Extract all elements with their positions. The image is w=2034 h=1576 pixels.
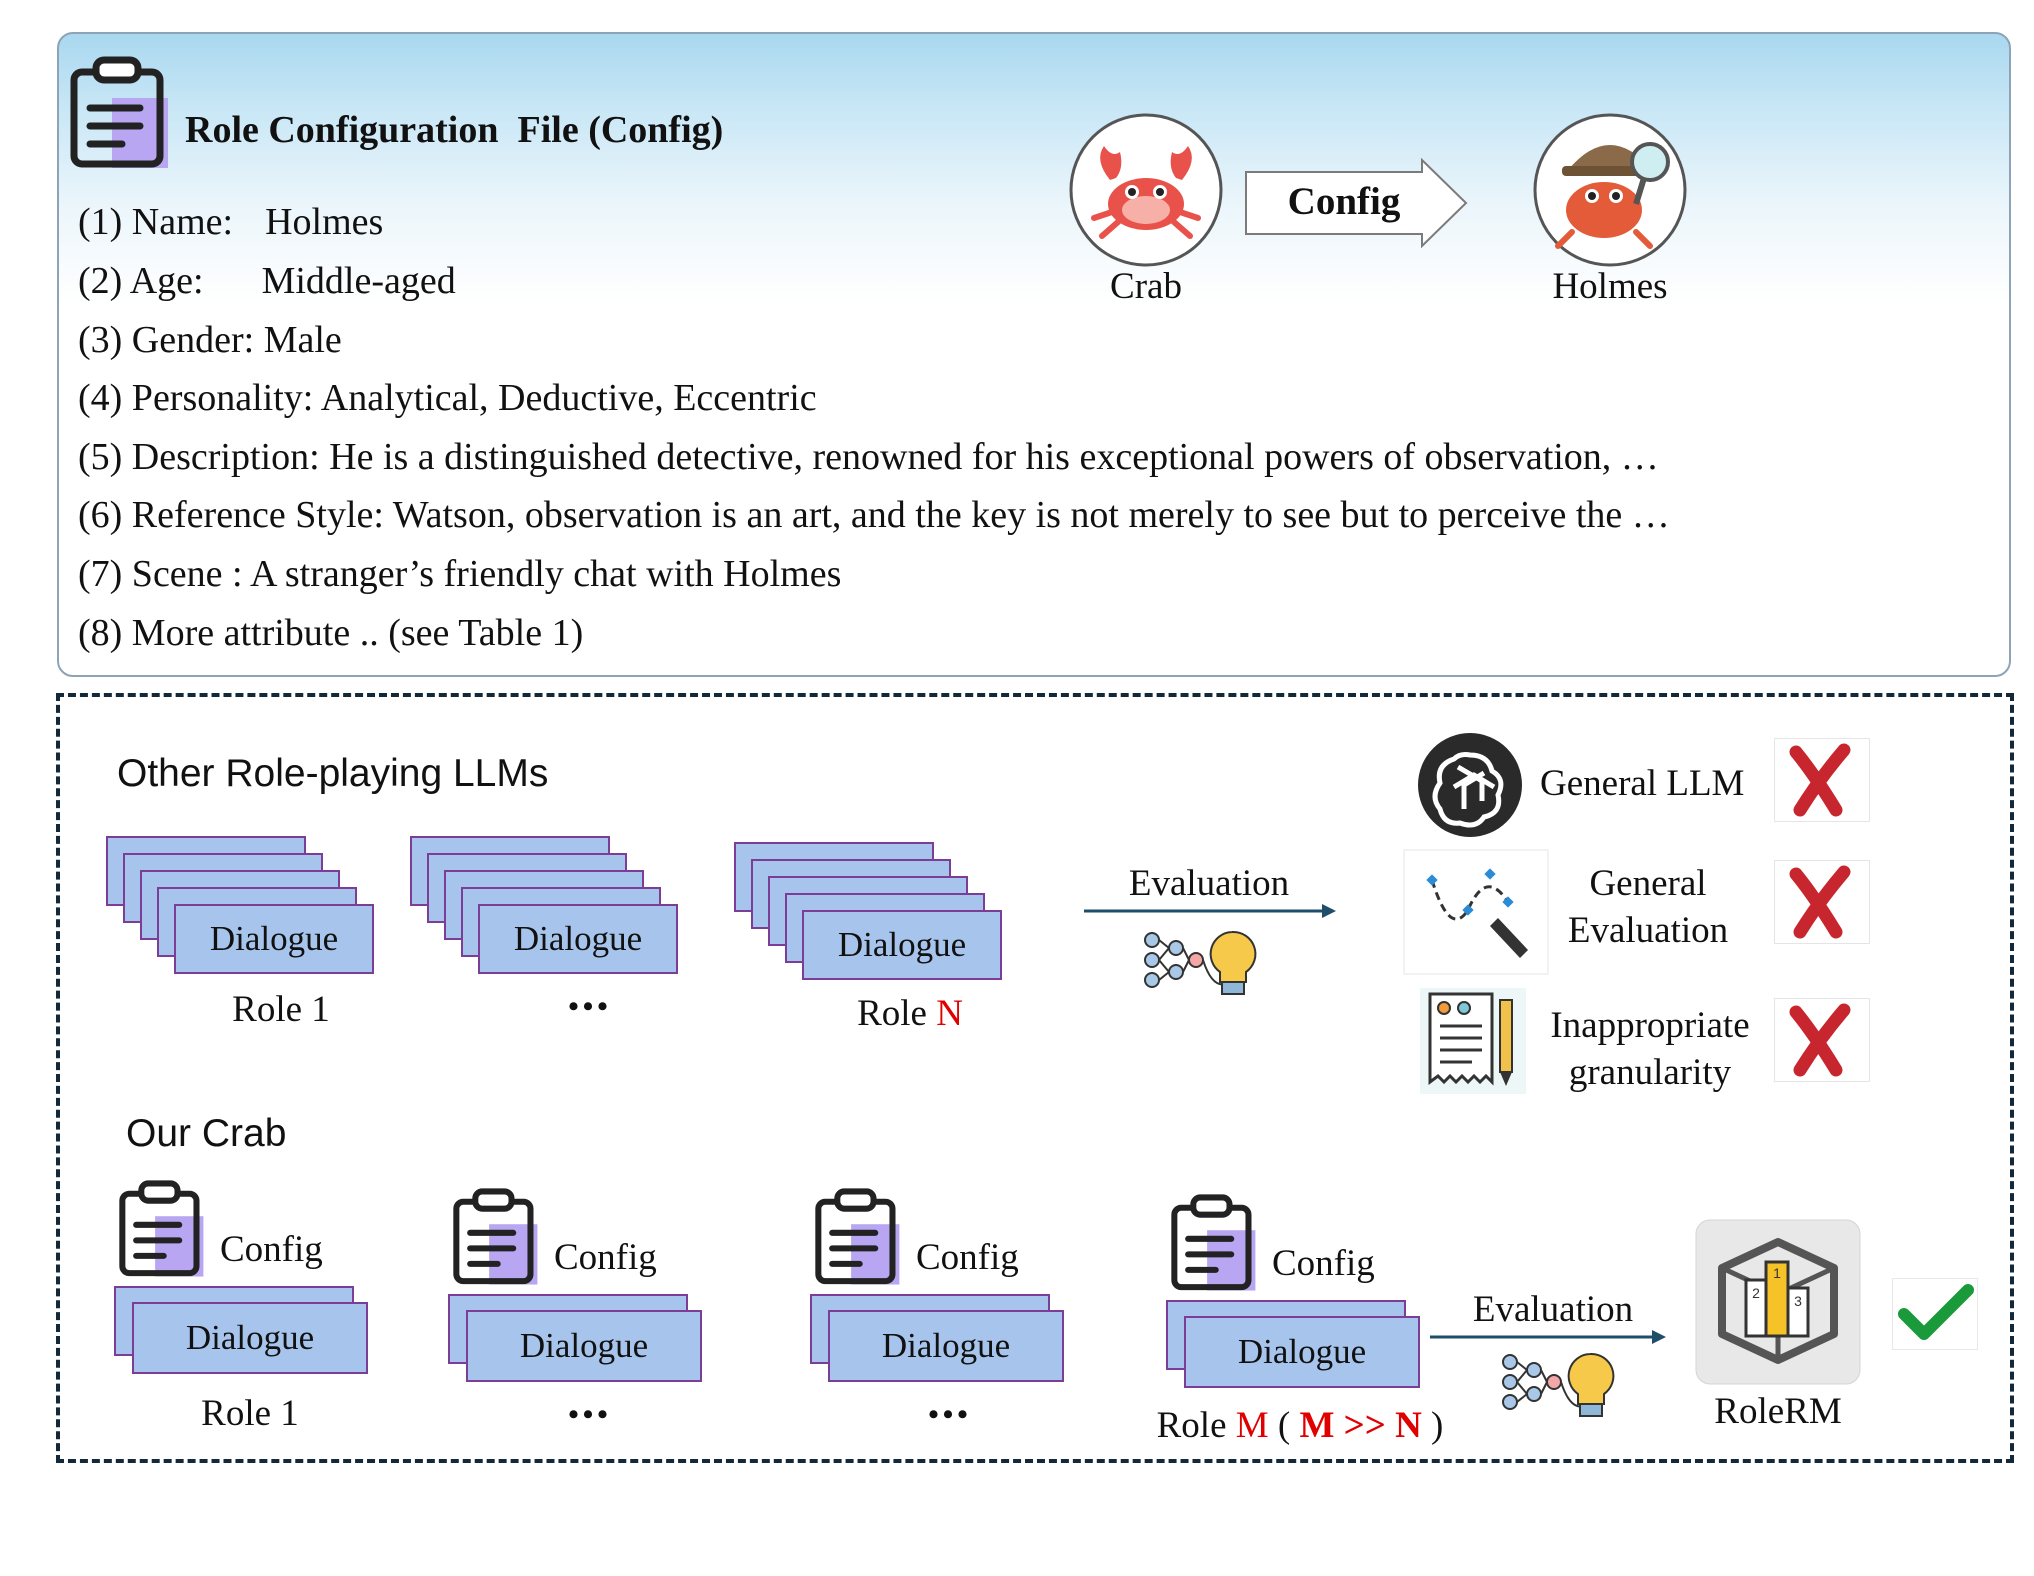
role-1-caption: Role 1 [201, 1393, 299, 1434]
svg-text:1: 1 [1773, 1265, 1781, 1281]
ellipsis-label: ••• [568, 990, 612, 1023]
attr-reference-style: (6) Reference Style: Watson, observation… [78, 494, 1670, 536]
clipboard-icon [70, 56, 168, 168]
clipboard-icon [815, 1188, 900, 1285]
attr-age: (2) Age:Middle-aged [78, 260, 456, 302]
clipboard-icon [1171, 1194, 1256, 1291]
config-label: Config [554, 1237, 657, 1278]
config-label: Config [1272, 1243, 1375, 1284]
cross-icon [1774, 860, 1870, 944]
clipboard-icon [119, 1180, 204, 1277]
ellipsis-label: ••• [928, 1398, 972, 1431]
cross-icon [1774, 738, 1870, 822]
holmes-crab-avatar-icon [1533, 113, 1687, 267]
config-arrow-icon [1245, 158, 1468, 248]
check-icon [1892, 1278, 1978, 1350]
dialogue-card: Dialogue [478, 904, 678, 974]
openai-logo-icon [1418, 733, 1522, 837]
config-title: Role Configuration File (Config) [185, 109, 724, 151]
clipboard-icon [453, 1188, 538, 1285]
config-arrow-label: Config [1287, 180, 1401, 223]
crab-avatar-icon [1069, 113, 1223, 267]
curve-pen-icon [1403, 849, 1549, 975]
rolerm-podium-icon: 1 2 3 [1695, 1219, 1861, 1385]
attr-description: (5) Description: He is a distinguished d… [78, 436, 1659, 478]
dialogue-card: Dialogue [1184, 1316, 1420, 1388]
comparison-panel [56, 693, 2014, 1463]
rolerm-label: RoleRM [1714, 1391, 1842, 1432]
role-config-panel [57, 32, 2011, 677]
attr-name: (1) Name:Holmes [78, 201, 384, 243]
cross-icon [1774, 998, 1870, 1082]
network-lightbulb-icon [1502, 1352, 1615, 1417]
general-evaluation-label: General Evaluation [1567, 863, 1729, 951]
evaluation-arrow-icon [1430, 1330, 1666, 1344]
our-crab-heading: Our Crab [126, 1112, 287, 1155]
role-n-caption: Role N [857, 993, 963, 1034]
network-lightbulb-icon [1144, 930, 1257, 995]
crab-caption: Crab [1110, 266, 1182, 307]
general-llm-label: General LLM [1540, 763, 1745, 804]
ellipsis-label: ••• [568, 1398, 612, 1431]
svg-text:2: 2 [1752, 1285, 1760, 1301]
role-m-caption: Role M ( M >> N ) [1156, 1405, 1444, 1446]
evaluation-label: Evaluation [1128, 863, 1290, 904]
dialogue-card: Dialogue [132, 1302, 368, 1374]
other-llms-heading: Other Role-playing LLMs [117, 752, 549, 795]
evaluation-label: Evaluation [1472, 1289, 1634, 1330]
holmes-caption: Holmes [1552, 266, 1668, 307]
attr-more: (8) More attribute .. (see Table 1) [78, 612, 584, 654]
dialogue-card: Dialogue [174, 904, 374, 974]
dialogue-card: Dialogue [828, 1310, 1064, 1382]
role-caption: Role 1 [232, 989, 330, 1030]
dialogue-card: Dialogue [466, 1310, 702, 1382]
config-label: Config [220, 1229, 323, 1270]
attr-gender: (3) Gender: Male [78, 319, 342, 361]
attr-scene: (7) Scene : A stranger’s friendly chat w… [78, 553, 842, 595]
svg-text:3: 3 [1794, 1293, 1802, 1309]
evaluation-arrow-icon [1084, 904, 1336, 918]
config-label: Config [916, 1237, 1019, 1278]
dialogue-card: Dialogue [802, 910, 1002, 980]
attr-personality: (4) Personality: Analytical, Deductive, … [78, 377, 817, 419]
inappropriate-granularity-label: Inappropriate granularity [1550, 1005, 1750, 1093]
checklist-pencil-icon [1420, 988, 1526, 1094]
